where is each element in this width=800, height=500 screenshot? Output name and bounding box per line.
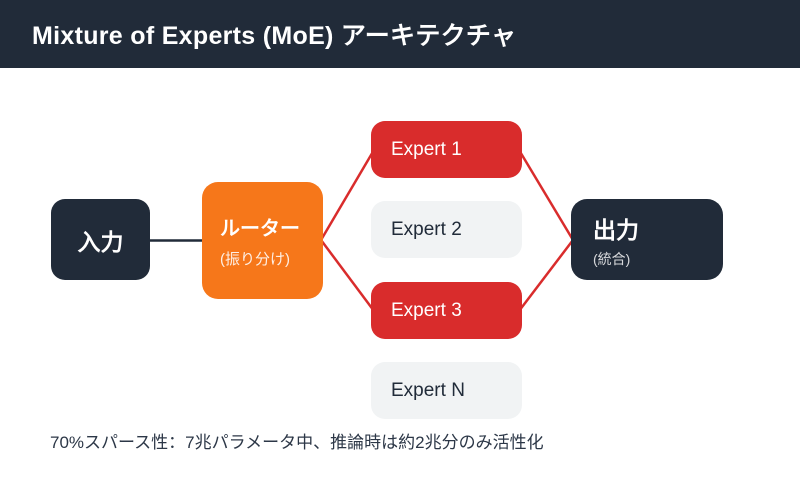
- page-title: Mixture of Experts (MoE) アーキテクチャ: [32, 22, 517, 50]
- sparsity-note: 70%スパース性：7兆パラメータ中、推論時は約2兆分のみ活性化: [50, 433, 544, 452]
- title-bar: Mixture of Experts (MoE) アーキテクチャ: [0, 0, 800, 68]
- router-node: ルーター (振り分け): [202, 182, 323, 299]
- expert-node-3-label: Expert 3: [391, 299, 462, 321]
- expert-node-2-label: Expert 2: [391, 218, 462, 240]
- expert-node-2: Expert 2: [371, 201, 522, 258]
- expert-node-n: Expert N: [371, 362, 522, 419]
- output-node-label: 出力: [593, 216, 639, 243]
- router-node-label: ルーター: [220, 218, 300, 240]
- expert-node-1-label: Expert 1: [391, 138, 462, 160]
- router-node-sublabel: (振り分け): [220, 251, 290, 268]
- expert-node-n-label: Expert N: [391, 379, 465, 401]
- edge-expert1-output: [517, 149, 575, 241]
- edge-expert3-output: [518, 239, 574, 312]
- expert-node-1: Expert 1: [371, 121, 522, 178]
- edge-router-expert1: [319, 149, 376, 241]
- input-node: 入力: [51, 199, 150, 280]
- expert-node-3: Expert 3: [371, 282, 522, 339]
- output-node: 出力 (統合): [571, 199, 723, 280]
- input-node-label: 入力: [77, 228, 124, 255]
- output-node-sublabel: (統合): [593, 250, 631, 267]
- edge-router-expert3: [319, 239, 376, 312]
